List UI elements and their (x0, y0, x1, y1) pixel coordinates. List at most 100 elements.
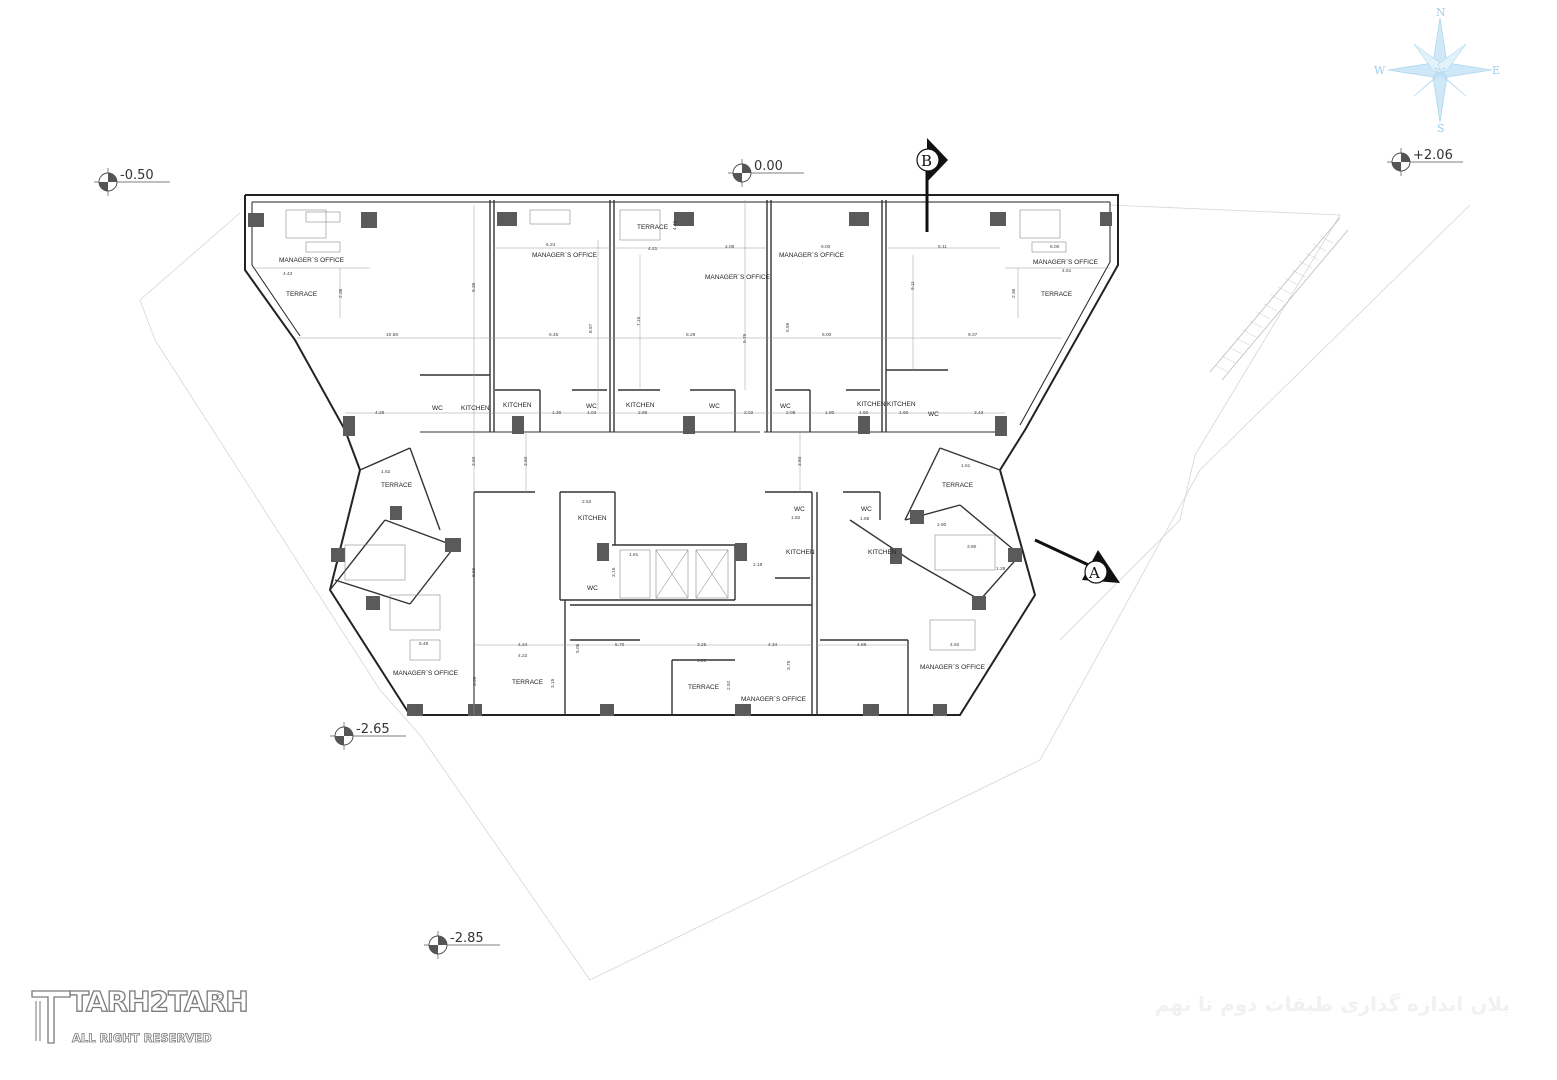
room-label-kitchen: KITCHEN (887, 401, 916, 408)
dim-label: 4.51 (1062, 268, 1072, 274)
dim-label: 3.15 (611, 567, 617, 577)
dim-label: 9.11 (910, 281, 916, 290)
level-label: -2.65 (356, 722, 390, 737)
compass-s: S (1437, 122, 1445, 135)
room-label-managers-office: MANAGER`S OFFICE (705, 274, 771, 281)
dim-label: 3.75 (786, 660, 792, 670)
dim-label: 2.02 (744, 410, 754, 416)
room-label-wc: WC (780, 403, 791, 410)
level-marker: -2.65 (330, 722, 406, 750)
dim-label: 1.61 (961, 463, 971, 469)
dimension-lines (252, 200, 1110, 715)
level-marker: -0.50 (94, 168, 170, 196)
column (390, 506, 402, 520)
room-label-terrace: TERRACE (381, 482, 413, 489)
column (597, 543, 609, 561)
room-label-managers-office: MANAGER`S OFFICE (779, 252, 845, 259)
column (735, 543, 747, 561)
dim-label: 5.06 (575, 643, 581, 653)
room-label-kitchen: KITCHEN (857, 401, 886, 408)
room-label-wc: WC (587, 585, 598, 592)
dim-label: 2.08 (786, 410, 796, 416)
column (972, 596, 986, 610)
dimension-labels: 10.58 6.45 8.29 6.00 9.37 4.29 3.43 6.24… (283, 242, 1072, 664)
room-label-managers-office: MANAGER`S OFFICE (532, 252, 598, 259)
level-marker: +2.06 (1387, 148, 1463, 176)
dim-label: 4.24 (518, 642, 528, 648)
column (1008, 548, 1022, 562)
column (933, 704, 947, 716)
dim-label: 2.92 (726, 680, 732, 690)
dim-label: 4.29 (375, 410, 385, 416)
dim-label: 3.20 (697, 658, 707, 664)
column (468, 704, 482, 716)
column (361, 212, 377, 228)
room-label-kitchen: KITCHEN (626, 402, 655, 409)
level-markers: -0.50 0.00 +2.06 -2.65 -2.85 (94, 148, 1463, 959)
dim-label: 1.82 (791, 515, 801, 521)
column (366, 596, 380, 610)
dim-label: 6.24 (546, 242, 556, 248)
dim-label: 3.60 (523, 456, 529, 466)
dim-label: 4.34 (768, 642, 778, 648)
dim-label: 5.95 (785, 322, 791, 332)
plan-title: پلان اندازه گذاری طبقات دوم تا نهم (1154, 992, 1510, 1016)
level-marker: -2.85 (424, 931, 500, 959)
room-labels: MANAGER`S OFFICE MANAGER`S OFFICE MANAGE… (279, 224, 1099, 703)
brand-name: TARH2TARH (69, 984, 249, 1018)
section-a: A (1034, 538, 1120, 584)
level-label: 0.00 (754, 159, 783, 174)
column (445, 538, 461, 552)
dim-label: 2.86 (638, 410, 648, 416)
dim-label: 1.28 (996, 566, 1006, 572)
dim-label: 8.97 (588, 323, 594, 333)
room-label-wc: WC (861, 506, 872, 513)
column (910, 510, 924, 524)
dim-label: 3.05 (472, 676, 478, 686)
column (600, 704, 614, 716)
level-label: +2.06 (1413, 148, 1453, 163)
structural-columns (248, 212, 1112, 716)
dim-label: 8.29 (686, 332, 696, 338)
dim-label: 3.80 (967, 544, 977, 550)
section-b-label: B (921, 152, 932, 170)
room-label-wc: WC (432, 405, 443, 412)
brand-registered-mark: © (216, 991, 225, 1003)
column (407, 704, 423, 716)
dim-label: 1.50 (859, 410, 869, 416)
brand-rights: ALL RIGHT RESERVED (72, 1031, 212, 1046)
column (863, 704, 879, 716)
dim-label: 6.00 (1050, 244, 1060, 250)
dim-label: 10.58 (386, 332, 398, 338)
dim-label: 7.15 (636, 316, 642, 326)
dim-label: 8.56 (471, 567, 477, 577)
dim-label: 4.69 (857, 642, 867, 648)
room-label-kitchen: KITCHEN (461, 405, 490, 412)
dim-label: 3.60 (471, 456, 477, 466)
section-a-label: A (1088, 564, 1100, 582)
room-label-kitchen: KITCHEN (503, 402, 532, 409)
building-walls (244, 194, 1119, 716)
dim-label: 6.00 (821, 244, 831, 250)
brand-logo-icon (31, 990, 71, 1044)
column (735, 704, 751, 716)
dim-label: 1.80 (825, 410, 835, 416)
column (331, 548, 345, 562)
room-label-managers-office: MANAGER`S OFFICE (741, 696, 807, 703)
column (1100, 212, 1112, 226)
level-marker: 0.00 (728, 159, 804, 187)
room-label-terrace: TERRACE (688, 684, 720, 691)
dim-label: 2.52 (582, 499, 592, 505)
dim-label: 4.62 (950, 642, 960, 648)
room-label-managers-office: MANAGER`S OFFICE (920, 664, 986, 671)
column (990, 212, 1006, 226)
column (995, 416, 1007, 436)
dim-label: 3.60 (797, 456, 803, 466)
dim-label: 2.90 (937, 522, 947, 528)
room-label-wc: WC (709, 403, 720, 410)
dim-label: 1.04 (587, 410, 597, 416)
room-label-managers-office: MANAGER`S OFFICE (1033, 259, 1099, 266)
room-label-kitchen: KITCHEN (578, 515, 607, 522)
brand-watermark: TARH2TARH ALL RIGHT RESERVED © (30, 984, 249, 1055)
column (674, 212, 694, 226)
